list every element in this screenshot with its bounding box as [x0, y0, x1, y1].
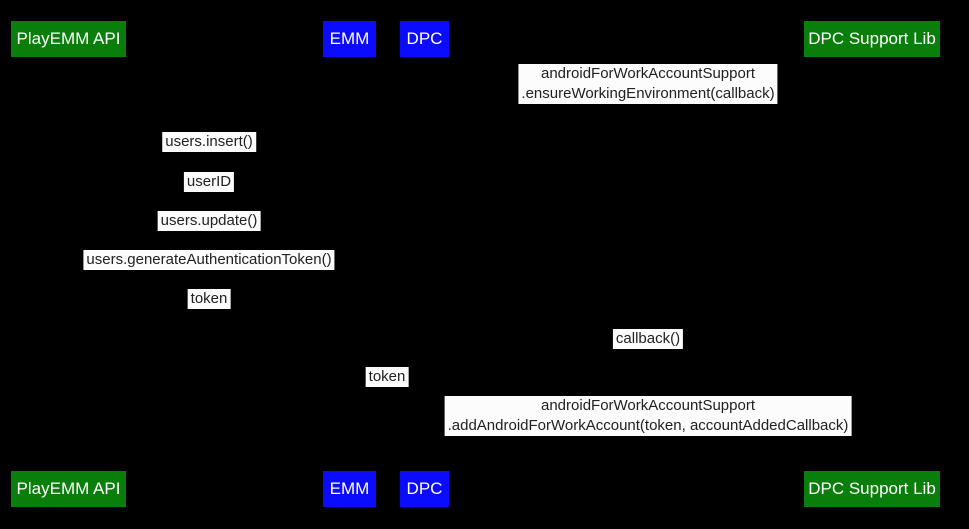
message-users-update: users.update()	[157, 211, 261, 231]
actor-playemm-api-top: PlayEMM API	[11, 21, 126, 57]
message-add-android-for-work-account: androidForWorkAccountSupport .addAndroid…	[444, 396, 852, 436]
actor-emm-top: EMM	[323, 21, 376, 57]
message-line: .ensureWorkingEnvironment(callback)	[521, 85, 775, 102]
message-users-insert: users.insert()	[162, 132, 256, 152]
message-line: androidForWorkAccountSupport	[540, 65, 755, 82]
message-token-return: token	[187, 289, 231, 309]
message-ensure-working-environment: androidForWorkAccountSupport .ensureWork…	[518, 64, 778, 104]
message-line: .addAndroidForWorkAccount(token, account…	[447, 417, 849, 434]
message-callback: callback()	[612, 329, 684, 349]
actor-dpc-support-lib-top: DPC Support Lib	[804, 21, 940, 57]
actor-emm-bottom: EMM	[323, 471, 376, 507]
message-users-generate-authentication-token: users.generateAuthenticationToken()	[83, 250, 335, 270]
message-token-forward: token	[365, 367, 409, 387]
actor-playemm-api-bottom: PlayEMM API	[11, 471, 126, 507]
actor-dpc-bottom: DPC	[400, 471, 449, 507]
actor-dpc-top: DPC	[400, 21, 449, 57]
message-line: androidForWorkAccountSupport	[541, 397, 755, 414]
actor-dpc-support-lib-bottom: DPC Support Lib	[804, 471, 940, 507]
message-userid: userID	[183, 172, 235, 192]
